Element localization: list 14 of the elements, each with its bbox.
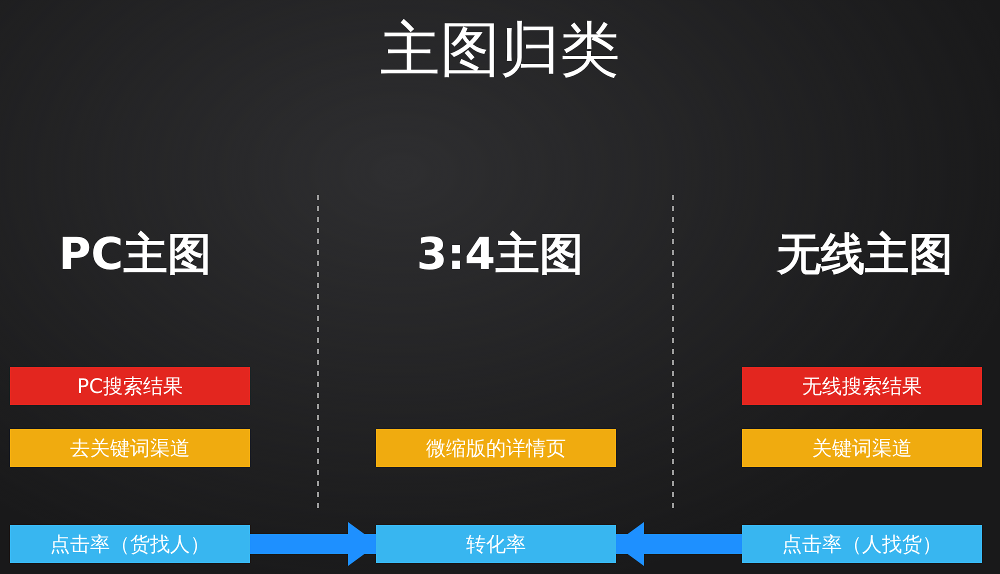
label-box: 转化率 (376, 525, 616, 563)
title: 主图归类 (379, 14, 621, 87)
arrow (614, 522, 742, 566)
label-box: 点击率（货找人） (10, 525, 250, 563)
label-box: 微缩版的详情页 (376, 429, 616, 467)
column-heading: 3:4主图 (416, 228, 584, 282)
label-box: PC搜索结果 (10, 367, 250, 405)
column-heading: 无线主图 (776, 228, 954, 282)
label-box: 去关键词渠道 (10, 429, 250, 467)
label-box: 无线搜索结果 (742, 367, 982, 405)
label-box: 关键词渠道 (742, 429, 982, 467)
label-box: 点击率（人找货） (742, 525, 982, 563)
column-heading: PC主图 (58, 228, 212, 282)
arrow (250, 522, 378, 566)
